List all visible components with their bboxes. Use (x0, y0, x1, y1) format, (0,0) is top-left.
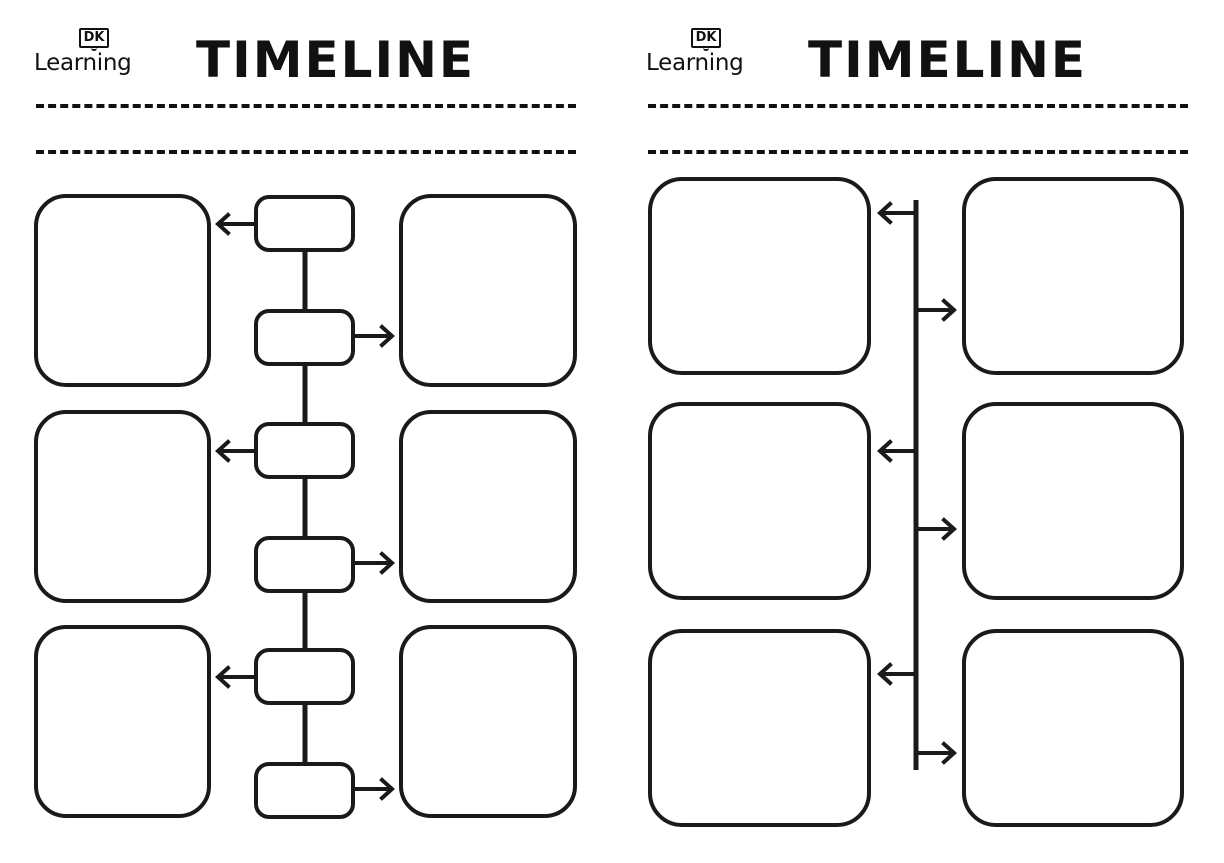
timeline-diagram-right (648, 177, 1184, 827)
dk-logo-text: Learning (34, 50, 132, 76)
date-box-5[interactable] (254, 648, 355, 705)
title-write-line-2[interactable] (36, 150, 576, 154)
timeline-diagram-left (34, 194, 577, 819)
event-box-2[interactable] (962, 177, 1184, 375)
event-box-6[interactable] (399, 625, 577, 818)
arrow-right-icon (916, 298, 957, 322)
event-box-5[interactable] (34, 625, 211, 818)
event-box-1[interactable] (34, 194, 211, 387)
arrow-left-icon (877, 201, 916, 225)
date-box-4[interactable] (254, 536, 355, 593)
event-box-6[interactable] (962, 629, 1184, 827)
event-box-2[interactable] (399, 194, 577, 387)
event-box-3[interactable] (648, 402, 871, 600)
arrow-left-icon (215, 665, 256, 689)
dk-logo-text: Learning (646, 50, 744, 76)
event-box-5[interactable] (648, 629, 871, 827)
dk-logo-mark: DK (690, 28, 722, 51)
event-box-4[interactable] (399, 410, 577, 603)
dk-logo-mark: DK (78, 28, 110, 51)
arrow-right-icon (353, 777, 395, 801)
title-write-line-1[interactable] (36, 104, 576, 108)
dk-learning-logo: DK Learning (34, 26, 154, 86)
arrow-left-icon (215, 212, 256, 236)
arrow-right-icon (916, 517, 957, 541)
event-box-4[interactable] (962, 402, 1184, 600)
date-box-1[interactable] (254, 195, 355, 252)
event-box-3[interactable] (34, 410, 211, 603)
dk-learning-logo: DK Learning (646, 26, 766, 86)
arrow-left-icon (215, 439, 256, 463)
timeline-sheet-left: DK Learning TIMELINE (34, 26, 577, 819)
arrow-right-icon (916, 741, 957, 765)
date-box-6[interactable] (254, 762, 355, 819)
title-write-line-1[interactable] (648, 104, 1188, 108)
date-box-3[interactable] (254, 422, 355, 479)
page-title: TIMELINE (196, 31, 476, 89)
title-write-line-2[interactable] (648, 150, 1188, 154)
arrow-left-icon (877, 439, 916, 463)
page-title: TIMELINE (808, 31, 1088, 89)
date-box-2[interactable] (254, 309, 355, 366)
arrow-right-icon (353, 551, 395, 575)
arrow-right-icon (353, 324, 395, 348)
timeline-sheet-right: DK Learning TIMELINE (612, 0, 1224, 863)
event-box-1[interactable] (648, 177, 871, 375)
arrow-left-icon (877, 662, 916, 686)
